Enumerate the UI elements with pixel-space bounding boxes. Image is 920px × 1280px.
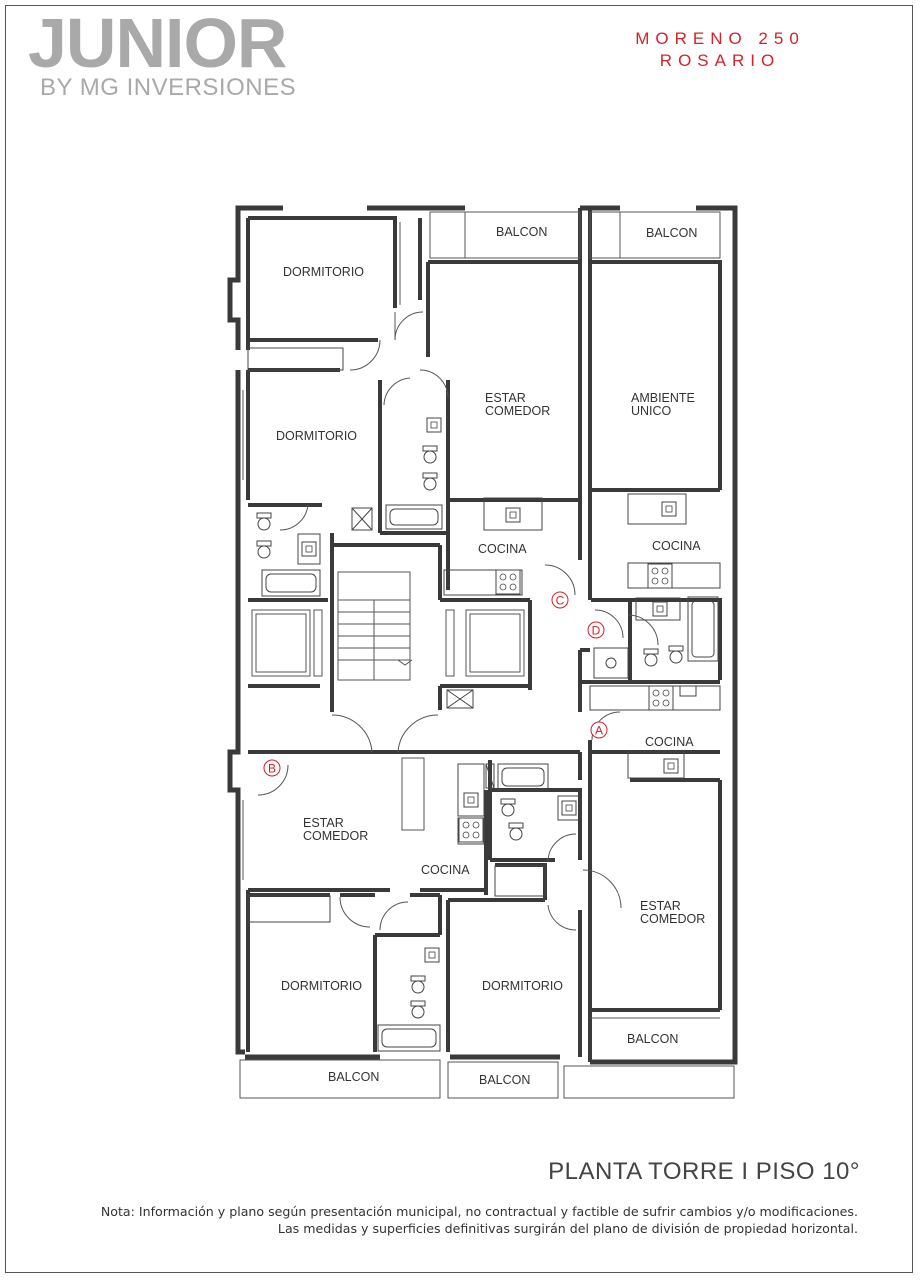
brand-name: JUNIOR — [28, 4, 287, 82]
shafts — [351, 507, 495, 789]
room-label: COCINA — [645, 735, 694, 749]
room-label: COMEDOR — [640, 912, 705, 926]
room-label: BALCON — [328, 1070, 379, 1084]
room-label: ESTAR — [303, 816, 344, 830]
room-label: BALCON — [646, 226, 697, 240]
note-line-2: Las medidas y superficies definitivas su… — [277, 1221, 858, 1236]
room-label: BALCON — [496, 225, 547, 239]
elevator-right — [445, 609, 525, 677]
room-label: BALCON — [479, 1073, 530, 1087]
unit-marker-c-label: C — [556, 594, 565, 608]
room-label: AMBIENTE — [631, 391, 695, 405]
brand-subtitle: BY MG INVERSIONES — [40, 74, 297, 101]
room-label: COCINA — [652, 539, 701, 553]
fixtures — [247, 347, 721, 1052]
plan-title: PLANTA TORRE I PISO 10° — [548, 1158, 860, 1185]
stairwell — [337, 571, 413, 681]
brand-logo: JUNIOR BY MG INVERSIONES — [28, 4, 297, 101]
door-swings — [257, 311, 659, 931]
note-line-1: Nota: Información y plano según presenta… — [100, 1204, 858, 1219]
disclaimer-note: Nota: Información y plano según presenta… — [101, 1203, 858, 1237]
room-label: COMEDOR — [303, 829, 368, 843]
unit-marker-b-label: B — [268, 762, 276, 776]
unit-marker-d-label: D — [592, 624, 601, 638]
room-label: COCINA — [478, 542, 527, 556]
elevator-left — [251, 609, 323, 677]
room-label: ESTAR — [485, 391, 526, 405]
address-city: ROSARIO — [659, 51, 781, 70]
address-street: MORENO 250 — [635, 29, 805, 48]
room-label: DORMITORIO — [283, 265, 364, 279]
room-label: DORMITORIO — [276, 429, 357, 443]
interior-walls — [246, 208, 722, 1062]
room-label: DORMITORIO — [281, 979, 362, 993]
unit-marker-a: A — [590, 721, 608, 739]
unit-marker-a-label: A — [595, 724, 603, 738]
balcony-lines — [239, 211, 735, 1099]
room-label: ESTAR — [640, 899, 681, 913]
address: MORENO 250 ROSARIO — [600, 28, 840, 72]
unit-marker-c: C — [551, 591, 569, 609]
unit-marker-b: B — [263, 759, 281, 777]
room-label: BALCON — [627, 1032, 678, 1046]
unit-marker-d: D — [587, 621, 605, 639]
room-label: COCINA — [421, 863, 470, 877]
room-label: UNICO — [631, 404, 672, 418]
room-label: DORMITORIO — [482, 979, 563, 993]
exterior-walls — [227, 205, 738, 1065]
page-frame — [5, 5, 913, 1273]
room-label: COMEDOR — [485, 404, 550, 418]
